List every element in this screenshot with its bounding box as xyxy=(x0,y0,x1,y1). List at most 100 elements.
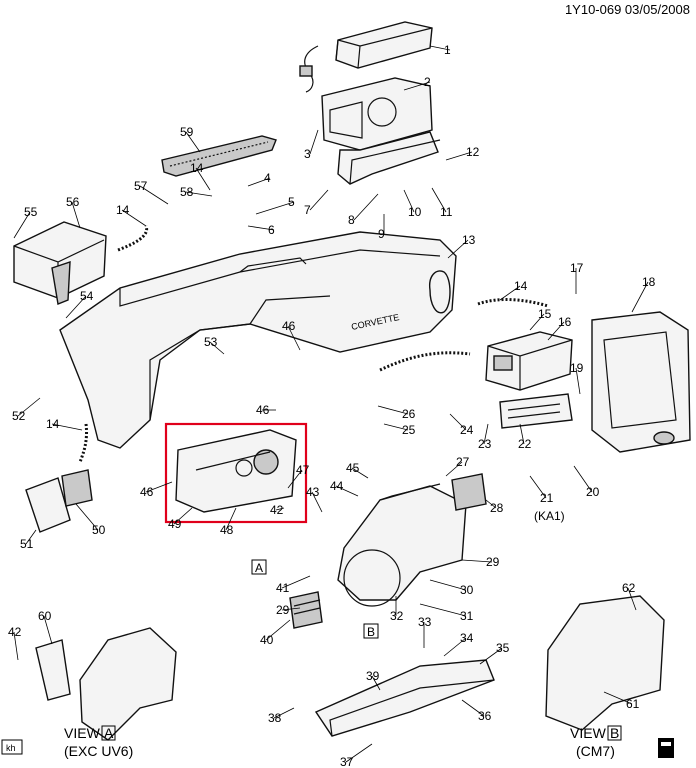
part-13-instrument-panel: CORVETTE xyxy=(59,231,457,449)
harness-14-top xyxy=(117,225,149,252)
view-a-subtitle: (EXC UV6) xyxy=(64,743,133,759)
option-label-ka1: (KA1) xyxy=(534,509,565,523)
callout-15: 15 xyxy=(538,307,552,321)
callout-1: 1 xyxy=(444,43,451,57)
callout-12: 12 xyxy=(466,145,480,159)
callout-45: 45 xyxy=(346,461,360,475)
view-a-title: VIEW xyxy=(64,725,101,741)
callout-leader-5 xyxy=(255,201,295,215)
harness-14-left xyxy=(78,423,88,463)
callout-54: 54 xyxy=(80,289,94,303)
part-51-bracket xyxy=(25,477,71,533)
callout-39: 39 xyxy=(366,669,380,683)
callout-leader-38 xyxy=(273,707,295,719)
callout-leader-12 xyxy=(445,151,473,161)
harness-instrument xyxy=(379,351,471,372)
part-56-module xyxy=(13,221,107,305)
callout-leader-14 xyxy=(51,423,83,431)
part-16-radio xyxy=(485,331,573,391)
callout-leader-15 xyxy=(529,313,545,331)
callout-leader-53 xyxy=(209,341,225,355)
callout-56: 56 xyxy=(66,195,80,209)
callout-leader-14 xyxy=(195,167,211,191)
callout-leader-6 xyxy=(247,225,275,231)
callout-leader-29 xyxy=(281,607,301,611)
callout-leader-25 xyxy=(383,423,409,431)
callout-leader-10 xyxy=(403,189,415,213)
part-50-module xyxy=(61,469,93,507)
callout-36: 36 xyxy=(478,709,492,723)
callout-14: 14 xyxy=(190,161,204,175)
callout-leader-24 xyxy=(449,413,467,431)
callout-3: 3 xyxy=(304,147,311,161)
callout-58: 58 xyxy=(180,185,194,199)
callout-leader-48 xyxy=(225,507,237,531)
callout-17: 17 xyxy=(570,261,584,275)
callout-leader-30 xyxy=(429,579,467,591)
part-2-airbag-bracket xyxy=(321,77,441,185)
callout-19: 19 xyxy=(570,361,584,375)
part-29-knee-bolster xyxy=(337,483,467,607)
callout-leader-18 xyxy=(631,281,649,313)
callout-2: 2 xyxy=(424,75,431,89)
highlight-box xyxy=(164,422,308,524)
callout-leader-44 xyxy=(335,485,359,497)
callout-14: 14 xyxy=(116,203,130,217)
callout-leader-4 xyxy=(247,177,271,187)
part-59-defroster-grille xyxy=(161,135,277,177)
callout-leader-58 xyxy=(185,191,213,197)
callout-37: 37 xyxy=(340,755,354,768)
manual-icon-detail xyxy=(661,742,671,746)
callout-20: 20 xyxy=(586,485,600,499)
callout-leader-60 xyxy=(43,615,53,645)
callout-leader-11 xyxy=(431,187,447,213)
callout-leader-49 xyxy=(173,507,193,525)
callout-leader-45 xyxy=(351,467,369,479)
view-a-marker-box xyxy=(251,559,267,575)
callout-leader-14 xyxy=(121,209,147,227)
callout-47: 47 xyxy=(296,463,310,477)
footer-tag-box xyxy=(1,739,23,755)
part-22-control-head xyxy=(499,393,573,429)
callout-29: 29 xyxy=(486,555,500,569)
callout-51: 51 xyxy=(20,537,34,551)
callout-28: 28 xyxy=(490,501,504,515)
callout-50: 50 xyxy=(92,523,106,537)
manual-icon xyxy=(658,738,674,758)
view-b-letter: B xyxy=(610,725,619,741)
callout-leader-31 xyxy=(419,603,467,617)
callout-leader-42 xyxy=(275,507,285,511)
callout-55: 55 xyxy=(24,205,38,219)
callout-62: 62 xyxy=(622,581,636,595)
callout-25: 25 xyxy=(402,423,416,437)
part-49-instrument-cluster xyxy=(175,429,297,513)
footer-tag: kh xyxy=(6,743,16,753)
callout-leader-22 xyxy=(519,423,525,445)
callout-leader-42 xyxy=(13,631,19,661)
callout-leader-35 xyxy=(479,647,503,665)
callout-5: 5 xyxy=(288,195,295,209)
callout-leader-2 xyxy=(403,81,431,91)
callout-leader-51 xyxy=(25,529,37,545)
callout-leader-46 xyxy=(287,325,301,351)
callout-31: 31 xyxy=(460,609,474,623)
callout-27: 27 xyxy=(456,455,470,469)
callout-leader-39 xyxy=(371,675,381,691)
callout-leader-61 xyxy=(603,691,633,705)
callout-10: 10 xyxy=(408,205,422,219)
callout-leader-8 xyxy=(353,193,379,221)
callout-59: 59 xyxy=(180,125,194,139)
callout-32: 32 xyxy=(390,609,404,623)
callout-41: 41 xyxy=(276,581,290,595)
callout-29: 29 xyxy=(276,603,290,617)
callout-11: 11 xyxy=(440,205,453,219)
view-a-detail xyxy=(35,627,177,741)
callout-49: 49 xyxy=(168,517,182,531)
view-a-letter: A xyxy=(104,725,114,741)
callout-21: 21 xyxy=(540,491,554,505)
callout-42: 42 xyxy=(270,503,284,517)
callout-leader-19 xyxy=(575,367,581,395)
callout-leader-28 xyxy=(485,499,497,509)
callout-leader-47 xyxy=(287,469,303,489)
